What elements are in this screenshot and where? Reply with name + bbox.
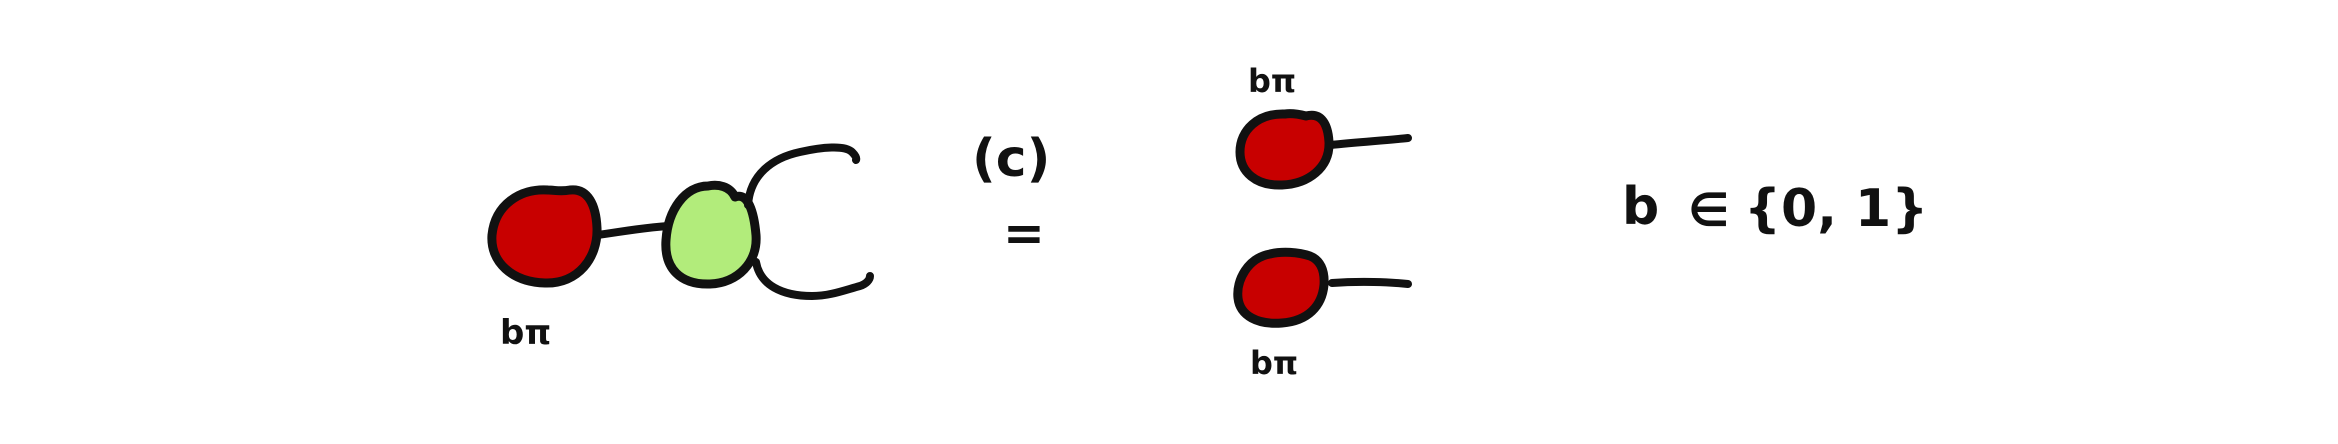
rule-label: (c) [972,129,1050,189]
condition-member-of: ∈ [1688,183,1729,237]
rhs-bottom-spider-phase: bπ [1250,344,1298,382]
rhs-bottom-red-spider [1233,247,1329,328]
lhs-upper-output-wire [744,143,861,209]
lhs-red-spider [487,185,602,288]
rhs-diagram: bπ bπ [1233,62,1412,382]
rhs-top-red-spider [1235,109,1334,190]
rhs-top-spider-phase: bπ [1248,62,1296,100]
condition: b ∈ {0, 1} [1622,177,1928,239]
lhs-green-spider [661,180,761,289]
lhs-lower-output-wire [752,258,874,301]
condition-variable: b [1622,177,1659,237]
rhs-top-output-wire [1326,134,1412,149]
equals-sign: = [1003,204,1045,262]
rhs-bottom-output-wire [1328,277,1412,288]
lhs-red-spider-phase: bπ [500,313,551,353]
condition-set: {0, 1} [1744,179,1928,239]
lhs-diagram: bπ [487,143,874,353]
lhs-connecting-wire [594,222,672,239]
